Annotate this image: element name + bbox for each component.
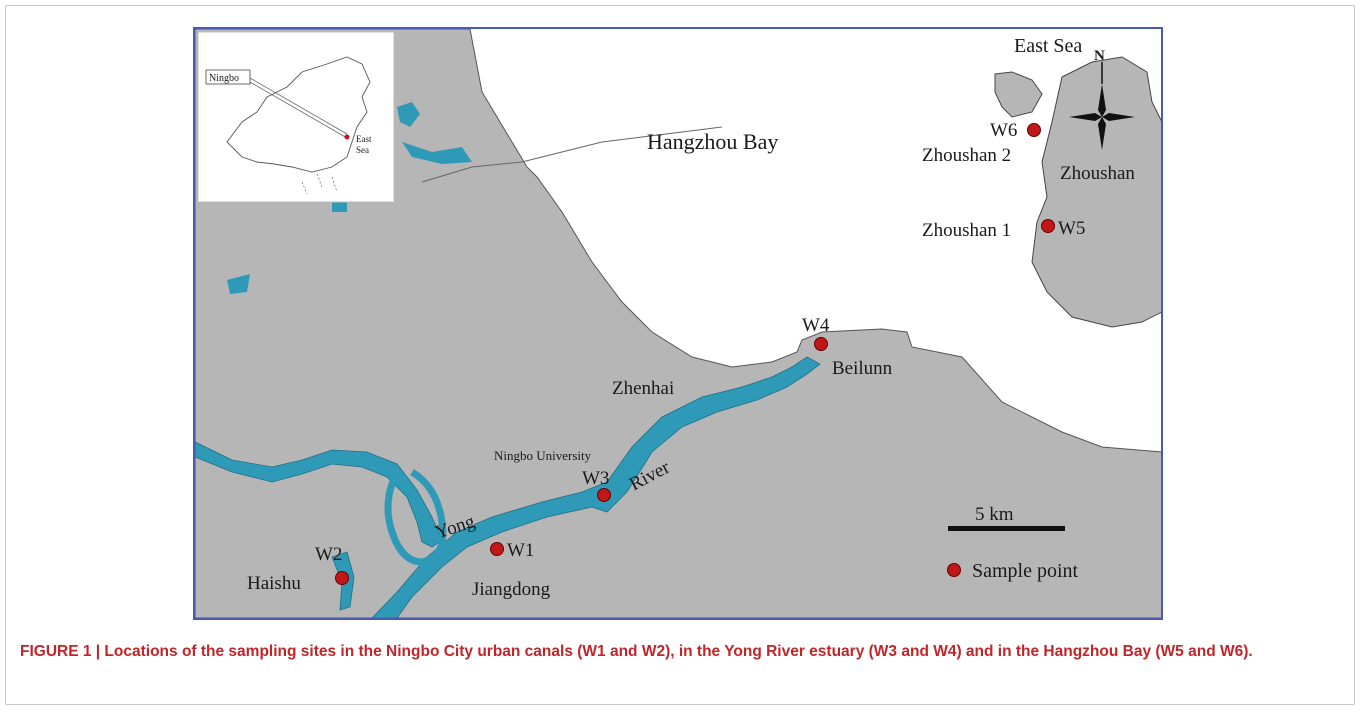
sample-point-w1[interactable] — [490, 542, 504, 556]
inset-city-label: Ningbo — [209, 73, 239, 84]
scale-bar-label: 5 km — [975, 504, 1014, 525]
sample-point-w2[interactable] — [335, 571, 349, 585]
inset-islands — [301, 173, 338, 195]
map-svg: Ningbo East Sea N East Sea Hangzhou Bay … — [195, 29, 1161, 618]
sample-point-w5[interactable] — [1041, 219, 1055, 233]
zhoushan-island — [1031, 56, 1161, 328]
label-zhoushan: Zhoushan — [1060, 163, 1135, 184]
inset-china-outline — [226, 56, 371, 173]
sample-label-w2: W2 — [315, 544, 342, 565]
inset-box — [197, 31, 395, 203]
mainland — [195, 29, 1161, 618]
legend-label: Sample point — [972, 560, 1079, 582]
lake-1 — [397, 102, 420, 127]
compass-north-label: N — [1094, 48, 1105, 64]
label-jiangdong: Jiangdong — [472, 579, 551, 600]
sample-label-w4: W4 — [802, 315, 830, 336]
scale-bar — [948, 526, 1065, 531]
figure-caption: FIGURE 1 | Locations of the sampling sit… — [20, 643, 1253, 660]
inset-leader-2 — [249, 81, 348, 139]
label-zhoushan2: Zhoushan 2 — [922, 145, 1011, 166]
label-ningbo-university: Ningbo University — [494, 448, 592, 463]
inset-city-box — [205, 69, 251, 85]
label-east-sea: East Sea — [1014, 35, 1082, 57]
figure-frame — [5, 5, 1355, 705]
label-zhenhai: Zhenhai — [612, 378, 674, 399]
sample-point-w4[interactable] — [814, 337, 828, 351]
inset-sea-label-1: East — [356, 134, 372, 144]
sample-point-w6[interactable] — [1027, 123, 1041, 137]
label-haishu: Haishu — [247, 573, 301, 594]
lake-2 — [227, 274, 250, 294]
bay-shoreline — [421, 126, 723, 183]
yong-river — [371, 356, 821, 618]
inset-sea-label-2: Sea — [356, 145, 369, 155]
west-canal — [195, 441, 443, 548]
inset-leader — [249, 77, 348, 135]
compass-icon — [1069, 62, 1135, 150]
legend-point-icon — [947, 563, 961, 577]
lake-3 — [332, 200, 347, 212]
label-beilun: Beilunn — [832, 358, 893, 379]
sample-label-w1: W1 — [507, 540, 534, 561]
sample-label-w3: W3 — [582, 468, 609, 489]
map-figure: Ningbo East Sea N East Sea Hangzhou Bay … — [193, 27, 1163, 620]
inset-ningbo-point — [344, 134, 350, 140]
label-zhoushan1: Zhoushan 1 — [922, 220, 1011, 241]
label-hangzhou-bay: Hangzhou Bay — [647, 129, 778, 154]
sample-label-w5: W5 — [1058, 218, 1085, 239]
sample-label-w6: W6 — [990, 120, 1017, 141]
sample-point-w3[interactable] — [597, 488, 611, 502]
canal-loop — [384, 468, 447, 566]
river-inlet — [402, 142, 472, 164]
zhoushan2-island — [994, 71, 1043, 118]
